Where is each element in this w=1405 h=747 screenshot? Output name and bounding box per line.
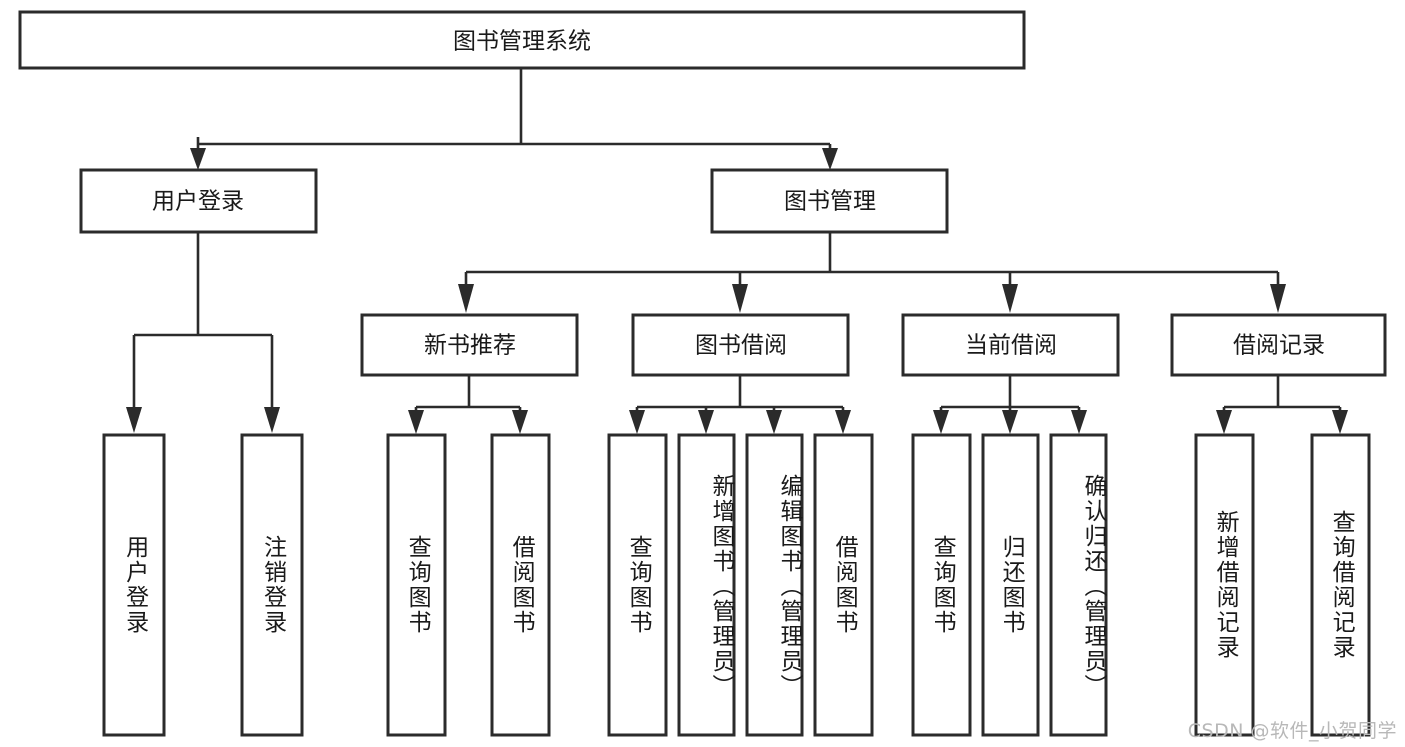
node-leaf-return-book[interactable] (981, 433, 1040, 737)
node-leaf-add-book[interactable] (677, 433, 736, 737)
arrow-head-book-borrow (732, 284, 748, 313)
node-book-borrow-label: 图书借阅 (695, 333, 787, 359)
arrow-head-new-book-recommend (458, 284, 474, 313)
arrow-head-leaf-query-book-2 (629, 410, 645, 434)
arrow-head-leaf-query-record (1332, 410, 1348, 434)
arrow-head-leaf-add-record (1216, 410, 1232, 434)
node-leaf-user-login[interactable] (102, 433, 166, 737)
node-leaf-query-record[interactable] (1310, 433, 1371, 737)
csdn-watermark: CSDN @软件_小贺同学 (1187, 720, 1397, 742)
node-leaf-query-book-1[interactable] (386, 433, 447, 737)
node-book-borrow[interactable] (631, 313, 850, 377)
node-leaf-borrow-book-1[interactable] (490, 433, 551, 737)
node-new-book-recommend[interactable] (360, 313, 579, 377)
arrow-head-leaf-borrow-book-2 (835, 410, 851, 434)
node-user-login-label: 用户登录 (152, 189, 244, 215)
arrow-head-current-borrow (1002, 284, 1018, 313)
node-new-book-recommend-label: 新书推荐 (424, 333, 516, 359)
node-leaf-add-record[interactable] (1194, 433, 1255, 737)
arrow-head-borrow-record (1270, 284, 1286, 313)
node-leaf-query-book-3[interactable] (911, 433, 972, 737)
arrow-head-leaf-add-book (698, 410, 714, 434)
arrow-head-leaf-logout-login (264, 407, 280, 433)
node-leaf-confirm-return[interactable] (1049, 433, 1108, 737)
node-user-login[interactable] (79, 168, 318, 234)
arrow-head-book-management (822, 148, 838, 170)
node-layer: 图书管理系统 用户登录 图书管理 新书推荐 图书借阅 当前借阅 借阅记录 (18, 10, 1387, 737)
node-leaf-query-book-2[interactable] (607, 433, 668, 737)
arrow-head-leaf-query-book-3 (933, 410, 949, 434)
node-root[interactable] (18, 10, 1026, 70)
arrow-head-leaf-user-login (126, 407, 142, 433)
node-current-borrow[interactable] (901, 313, 1120, 377)
connector-layer (126, 68, 1348, 434)
arrow-head-leaf-query-book-1 (408, 410, 424, 434)
node-leaf-logout-login[interactable] (240, 433, 304, 737)
node-current-borrow-label: 当前借阅 (965, 333, 1057, 359)
node-book-management-label: 图书管理 (784, 189, 876, 215)
arrow-head-user-login (190, 148, 206, 170)
node-borrow-record-label: 借阅记录 (1233, 333, 1325, 359)
node-leaf-borrow-book-2[interactable] (813, 433, 874, 737)
arrow-head-leaf-confirm-return (1071, 410, 1087, 434)
node-root-label: 图书管理系统 (453, 29, 591, 55)
arrow-head-leaf-borrow-book-1 (512, 410, 528, 434)
arrow-head-leaf-edit-book (766, 410, 782, 434)
node-leaf-edit-book[interactable] (745, 433, 804, 737)
node-book-management[interactable] (710, 168, 949, 234)
node-borrow-record[interactable] (1170, 313, 1387, 377)
arrow-head-leaf-return-book (1002, 410, 1018, 434)
